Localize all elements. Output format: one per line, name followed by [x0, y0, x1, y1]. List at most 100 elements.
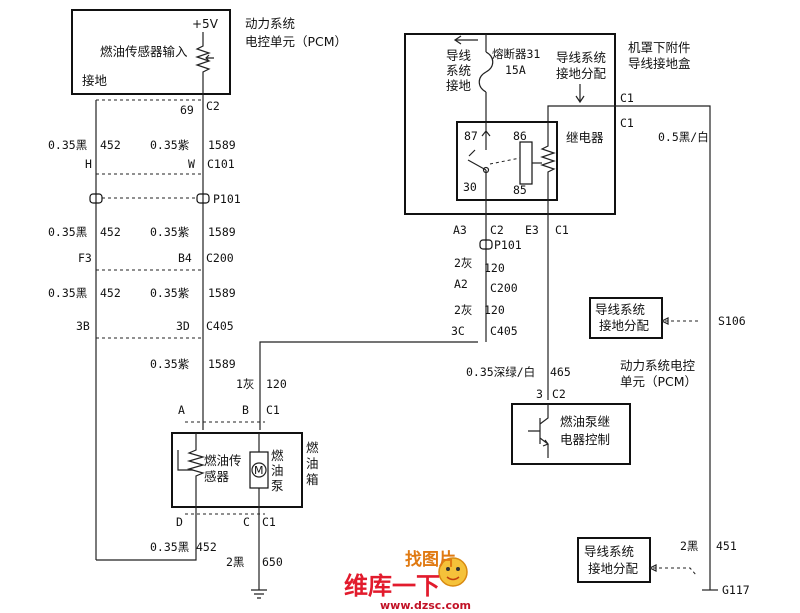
wire-1589-circuit-3: 1589	[208, 286, 236, 300]
ground-dist-mid-label-1: 导线系统	[595, 302, 645, 317]
relay-pin-85: 85	[513, 183, 527, 197]
fuse-box-dist-label-2: 接地分配	[556, 66, 607, 81]
pcm-top-5v-label: +5V	[192, 17, 219, 31]
fuel-pump-label-1: 燃	[271, 448, 284, 463]
wire-1589-gauge-4: 0.35紫	[150, 357, 189, 371]
wire-452-gauge-2: 0.35黑	[48, 225, 87, 239]
watermark-face-eye-right	[456, 567, 460, 571]
wire-650-gauge: 2黑	[226, 555, 244, 569]
relay-coil-ground-wire	[547, 105, 610, 122]
c101-pin-w: W	[188, 157, 195, 171]
watermark-face-smile	[446, 576, 460, 581]
pcm-top-title-line1: 动力系统	[245, 16, 295, 31]
c200-relay-connector: C200	[490, 281, 518, 295]
pcm-top-sensor-input-label: 燃油传感器输入	[100, 44, 188, 59]
wire-465-circuit: 465	[550, 365, 571, 379]
pcm-transistor-icon	[528, 404, 549, 458]
pcm-bottom-title-2: 单元（PCM）	[620, 374, 697, 389]
tank-pin-c1: C1	[266, 403, 280, 417]
relay-conn-e3: E3	[525, 223, 539, 237]
wire-1589-circuit-2: 1589	[208, 225, 236, 239]
wire-120-relay-gauge-2: 2灰	[454, 303, 472, 317]
c101-connector-label: C101	[207, 157, 235, 171]
fuse-31-rating: 15A	[505, 63, 526, 77]
fuel-pump-motor-icon	[251, 462, 267, 478]
pcm-top-title-line2: 电控单元（PCM）	[245, 34, 347, 49]
c200-pin-f3: F3	[78, 251, 92, 265]
fuse-box-ground-label-1: 导线	[446, 48, 472, 63]
fuse-box-ground-arrow	[453, 35, 478, 45]
wire-120-gauge: 1灰	[236, 377, 254, 391]
pcm-bottom-title-1: 动力系统电控	[620, 358, 696, 373]
wire-120-gray-to-pump	[259, 341, 478, 430]
watermark-face-eye-left	[446, 567, 450, 571]
watermark-main-text: 维库一下	[344, 572, 440, 600]
ground-dist-bot-label-1: 导线系统	[584, 544, 634, 559]
wire-1589-circuit-1: 1589	[208, 138, 236, 152]
c405-pin-3d: 3D	[176, 319, 190, 333]
pcm-relay-control-box	[511, 403, 631, 465]
fuel-sensor-label-1: 燃油传	[204, 453, 242, 468]
c2-top-connector-label: C2	[206, 99, 220, 113]
fuel-pump-motor-symbol: M	[254, 464, 264, 477]
fuel-pump-label-2: 油	[271, 463, 284, 478]
tank-pin-d: D	[176, 515, 183, 529]
fuel-tank-box	[171, 432, 303, 508]
fuse-box-dist-arrow	[575, 84, 585, 104]
fuel-sensor-resistor	[186, 433, 206, 507]
fuel-pump-relay-box	[456, 121, 558, 201]
relay-coil-frame	[519, 141, 533, 185]
pcm-relay-control-label-2: 电器控制	[560, 432, 610, 447]
wire-452-gauge-1: 0.35黑	[48, 138, 87, 152]
ground-dist-bot-box	[577, 537, 651, 583]
underhood-junction-box	[404, 33, 616, 215]
fuse-box-dist-label-1: 导线系统	[556, 50, 606, 65]
relay-pin-86: 86	[513, 129, 527, 143]
pcm-relay-control-label-1: 燃油泵继	[560, 414, 610, 429]
c200-pin-b4: B4	[178, 251, 192, 265]
fuse-31-name: 熔断器31	[492, 47, 540, 61]
ground-dist-bot-label-2: 接地分配	[588, 561, 639, 576]
c200-connector-label: C200	[206, 251, 234, 265]
relay-conn-c1: C1	[555, 223, 569, 237]
p101-label: P101	[213, 192, 241, 206]
watermark-face-icon	[438, 557, 468, 587]
wire-120-relay-gauge-1: 2灰	[454, 256, 472, 270]
ground-g117-label: G117	[722, 583, 750, 597]
wire-451-gauge: 2黑	[680, 539, 698, 553]
wire-120-relay-circuit-2: 120	[484, 303, 505, 317]
ground-dist-bot-arrow	[648, 564, 657, 572]
junction-box-title-2: 导线接地盒	[628, 56, 691, 71]
fuel-sensor-wiper	[177, 450, 193, 471]
fuse-31-icon	[478, 51, 494, 93]
wire-120-circuit: 120	[266, 377, 287, 391]
watermark-top-text: 找图片	[405, 549, 456, 570]
wire-1589-circuit-4: 1589	[208, 357, 236, 371]
relay-conn-a3: A3	[453, 223, 467, 237]
wire-1589-gauge-1: 0.35紫	[150, 138, 189, 152]
c405-relay-connector: C405	[490, 324, 518, 338]
c405-connector-label: C405	[206, 319, 234, 333]
wire-650-circuit: 650	[262, 555, 283, 569]
wire-452-gauge-bottom: 0.35黑	[150, 540, 189, 554]
pcm-bottom-connector: C2	[552, 387, 566, 401]
wire-452-circuit-2: 452	[100, 225, 121, 239]
c101-pin-h: H	[85, 157, 92, 171]
wire-452-circuit-bottom: 452	[196, 540, 217, 554]
ground-dist-mid-arrow	[660, 317, 669, 325]
ground-dist-mid-label-2: 接地分配	[599, 318, 650, 333]
wire-1589-gauge-2: 0.35紫	[150, 225, 189, 239]
relay-label: 继电器	[566, 130, 604, 145]
ground-dist-mid-box	[589, 297, 663, 339]
pcm-top-ground-label: 接地	[82, 73, 108, 88]
wire-452-circuit-3: 452	[100, 286, 121, 300]
wire-451-circuit: 451	[716, 539, 737, 553]
pcm-bottom-pin: 3	[536, 387, 543, 401]
tank-pin-b: B	[242, 403, 249, 417]
relay-conn-c2: C2	[490, 223, 504, 237]
fuel-pump-label-3: 泵	[271, 478, 284, 493]
relay-contact-dot	[482, 166, 490, 174]
wire-black-white-gauge: 0.5黑/白	[658, 130, 709, 144]
fuel-tank-label-2: 油	[306, 456, 319, 471]
tank-pin-c: C	[243, 515, 250, 529]
